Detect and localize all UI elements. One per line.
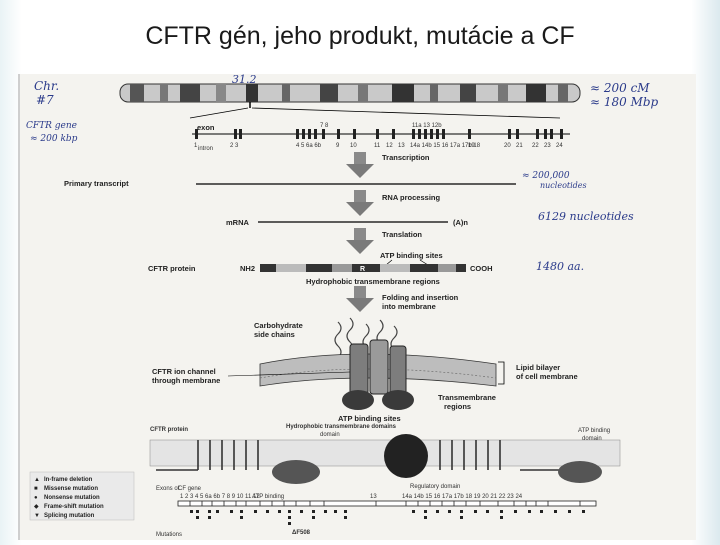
mutation-markers [190, 510, 585, 525]
legend-item-splicing: ▼ Splicing mutation [34, 513, 95, 519]
channel-label-2: through membrane [152, 376, 220, 385]
cftr-diagram: Chr. #7 31.2 ≈ 200 cM ≈ 180 Mbp CFTR gen… [20, 74, 696, 540]
size-cm: ≈ 200 cM [590, 81, 650, 95]
folding-label-2: into membrane [382, 302, 436, 311]
exon-label: exon [197, 123, 215, 132]
exon-scale-mid: 13 [370, 494, 377, 500]
svg-text:21: 21 [516, 143, 523, 149]
exon-numbers-top-2: 11a 13 12b [412, 123, 442, 129]
arrow-folding [346, 286, 374, 312]
atp-domain-left-2: domain [320, 432, 340, 438]
scanned-figure: Chr. #7 31.2 ≈ 200 cM ≈ 180 Mbp CFTR gen… [18, 74, 696, 540]
svg-text:Nonsense mutation: Nonsense mutation [44, 495, 100, 501]
atp-domain-right-2: domain [582, 436, 602, 442]
arrow-translation [346, 228, 374, 254]
arrow-transcription [346, 152, 374, 178]
exon-numbers-top-1: 7 8 [320, 123, 329, 129]
delta-f508-label: ΔF508 [292, 530, 311, 536]
lipid-label-2: of cell membrane [516, 372, 578, 381]
gene-exon-map [192, 129, 570, 139]
transmembrane-label-2: regions [444, 402, 471, 411]
gene-label-2: ≈ 200 kbp [30, 134, 78, 144]
svg-text:■: ■ [34, 486, 38, 492]
exon-scale-right: 14a 14b 15 16 17a 17b 18 19 20 21 22 23 … [402, 494, 523, 500]
carbohydrate-label-1: Carbohydrate [254, 321, 303, 330]
rna-processing-label: RNA processing [382, 193, 440, 202]
intron-label: intron [198, 146, 213, 152]
legend-item-frame-shift: ◆ Frame-shift mutation [34, 504, 104, 510]
svg-text:Splicing mutation: Splicing mutation [44, 513, 95, 519]
mutations-label: Mutations [156, 532, 182, 538]
svg-text:24: 24 [556, 143, 563, 149]
transcription-label: Transcription [382, 153, 430, 162]
svg-text:22: 22 [532, 143, 539, 149]
protein-length: 1480 aa. [536, 260, 584, 273]
svg-text:12: 12 [386, 143, 393, 149]
transmembrane-label-1: Transmembrane [438, 393, 496, 402]
mrna-label: mRNA [226, 218, 250, 227]
svg-text:20: 20 [504, 143, 511, 149]
svg-text:2 3: 2 3 [230, 143, 239, 149]
legend-item-nonsense: ● Nonsense mutation [34, 495, 100, 501]
exons-label-2: CF gene [178, 486, 202, 492]
chromosome-7 [120, 84, 580, 108]
arrow-rna-processing [346, 190, 374, 216]
size-mbp: ≈ 180 Mbp [590, 95, 659, 109]
mrna-length: 6129 nucleotides [538, 210, 634, 223]
svg-text:4 5 6a 6b: 4 5 6a 6b [296, 143, 322, 149]
r-domain-label: R [360, 266, 365, 273]
svg-text:▼: ▼ [34, 513, 40, 519]
atp-sites-bottom-label: ATP binding sites [338, 414, 401, 423]
lipid-label-1: Lipid bilayer [516, 363, 560, 372]
exon-scale-left: 1 2 3 4 5 6a 6b 7 8 9 10 11 12 [180, 494, 260, 500]
svg-text:13: 13 [398, 143, 405, 149]
regulatory-label: Regulatory domain [410, 484, 460, 490]
svg-text:9: 9 [336, 143, 340, 149]
svg-text:●: ● [34, 495, 38, 501]
transcript-len-1: ≈ 200,000 [522, 171, 570, 181]
atp-sites-label: ATP binding sites [380, 251, 443, 260]
legend-item-missense: ■ Missense mutation [34, 486, 98, 492]
svg-text:10: 10 [350, 143, 357, 149]
svg-text:Missense mutation: Missense mutation [44, 486, 98, 492]
svg-text:▲: ▲ [34, 477, 40, 483]
carbohydrate-label-2: side chains [254, 330, 295, 339]
mutation-legend: ▲ In-frame deletion ■ Missense mutation … [30, 472, 134, 520]
chr-label-2: #7 [36, 93, 54, 107]
cooh-label: COOH [470, 264, 493, 273]
transcript-len-2: nucleotides [540, 181, 587, 190]
cftr-protein-label: CFTR protein [148, 264, 196, 273]
nh2-label: NH2 [240, 264, 255, 273]
channel-label-1: CFTR ion channel [152, 367, 216, 376]
hydrophobic-domains-label: Hydrophobic transmembrane domains [286, 424, 397, 430]
svg-text:In-frame deletion: In-frame deletion [44, 477, 93, 483]
svg-text:19: 19 [468, 143, 475, 149]
cftr-protein-label-2: CFTR protein [150, 427, 188, 433]
chr-label-1: Chr. [34, 79, 59, 93]
ion-channel [342, 340, 414, 410]
folding-label-1: Folding and insertion [382, 293, 459, 302]
domain-membrane [150, 434, 620, 484]
exons-label-1: Exons of [156, 486, 180, 492]
hydrophobic-label: Hydrophobic transmembrane regions [306, 277, 440, 286]
primary-transcript-label: Primary transcript [64, 179, 129, 188]
gene-label-1: CFTR gene [26, 121, 77, 131]
translation-label: Translation [382, 230, 422, 239]
exon-numbers-bottom: 1 2 3 4 5 6a 6b 9 10 11 12 13 14a 14b 15… [194, 143, 563, 149]
exon-scale-bar [178, 501, 596, 506]
svg-text:Frame-shift mutation: Frame-shift mutation [44, 504, 104, 510]
poly-a-label: (A)n [453, 218, 468, 227]
svg-text:◆: ◆ [34, 504, 39, 510]
slide-title: CFTR gén, jeho produkt, mutácie a CF [0, 22, 720, 51]
svg-text:11: 11 [374, 143, 381, 149]
svg-text:23: 23 [544, 143, 551, 149]
atp-domain-right-1: ATP binding [578, 428, 610, 434]
